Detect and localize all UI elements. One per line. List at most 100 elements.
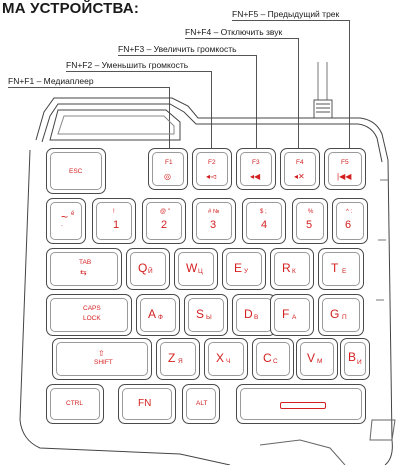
key-2[interactable]: @ " 2: [142, 198, 186, 244]
key-t[interactable]: T Е: [318, 248, 364, 290]
space-bar-mark: [280, 402, 326, 409]
key-tilde-cyr: ё: [71, 211, 75, 217]
key-tilde-main: ~: [61, 210, 69, 224]
key-e-cyrillic: У: [244, 268, 249, 275]
leader-f3-horizontal: [118, 55, 257, 56]
key-2-symbol: @ ": [160, 209, 170, 215]
key-f[interactable]: F А: [270, 294, 314, 336]
key-z[interactable]: Z Я: [156, 338, 200, 380]
key-x-cyrillic: Ч: [226, 358, 231, 365]
shift-arrow-icon: ⇧: [98, 349, 105, 358]
key-1[interactable]: ! 1: [92, 198, 136, 244]
key-f-cyrillic: А: [292, 314, 297, 321]
callout-fn-f4: FN+F4 – Отключить звук: [185, 27, 283, 37]
key-f2[interactable]: F2 ◂◅: [192, 148, 232, 190]
volume-up-icon: ◂◀: [250, 172, 261, 181]
key-1-digit: 1: [113, 219, 120, 231]
key-f1[interactable]: F1 ◎: [148, 148, 188, 190]
leader-f3-vertical: [256, 55, 257, 148]
key-v[interactable]: V М: [296, 338, 338, 380]
key-f1-label: F1: [165, 159, 173, 166]
key-caps-lock[interactable]: CAPS LOCK: [46, 294, 132, 336]
key-t-cyrillic: Е: [342, 268, 347, 275]
key-space[interactable]: [236, 384, 366, 424]
key-a-cyrillic: Ф: [158, 314, 163, 321]
key-r[interactable]: R К: [270, 248, 314, 290]
callout-fn-f5: FN+F5 – Предыдущий трек: [232, 9, 340, 19]
key-b[interactable]: B И: [340, 338, 370, 380]
key-e-latin: E: [234, 261, 243, 275]
key-q-latin: Q: [138, 261, 148, 275]
key-a[interactable]: A Ф: [136, 294, 180, 336]
media-player-icon: ◎: [164, 172, 171, 181]
leader-f5-vertical: [349, 20, 350, 148]
volume-down-icon: ◂◅: [206, 172, 217, 181]
key-r-cyrillic: К: [292, 268, 296, 275]
callout-fn-f1: FN+F1 – Медиаплеер: [8, 76, 94, 86]
key-ctrl-label: CTRL: [66, 400, 83, 407]
key-tilde[interactable]: ~ ё `: [46, 198, 86, 244]
key-d[interactable]: D В: [232, 294, 276, 336]
page-heading: МА УСТРОЙСТВА:: [2, 0, 140, 17]
key-q-cyrillic: Й: [148, 268, 153, 275]
key-g-latin: G: [330, 307, 340, 321]
key-1-symbol: !: [113, 209, 115, 215]
key-f4[interactable]: F4 ◂✕: [280, 148, 320, 190]
key-caps-label-top: CAPS: [83, 305, 101, 312]
key-3-digit: 3: [210, 219, 217, 231]
leader-f1-vertical: [169, 87, 170, 148]
leader-f1-horizontal: [8, 87, 170, 88]
previous-track-icon: |◀◀: [337, 172, 352, 181]
key-tab[interactable]: TAB ⇆: [46, 248, 122, 290]
key-z-cyrillic: Я: [178, 358, 183, 365]
key-f3[interactable]: F3 ◂◀: [236, 148, 276, 190]
key-e[interactable]: E У: [222, 248, 266, 290]
key-c[interactable]: C С: [252, 338, 294, 380]
key-g[interactable]: G П: [318, 294, 364, 336]
key-b-latin: B: [348, 350, 357, 364]
key-f-latin: F: [282, 307, 290, 321]
key-6-symbol: ^ :: [346, 209, 353, 215]
leader-f4-horizontal: [185, 38, 299, 39]
key-r-latin: R: [282, 261, 291, 275]
key-v-latin: V: [307, 351, 316, 365]
key-f3-label: F3: [252, 159, 260, 166]
key-q[interactable]: Q Й: [126, 248, 170, 290]
key-t-latin: T: [331, 261, 339, 275]
key-4-digit: 4: [261, 219, 268, 231]
key-d-cyrillic: В: [254, 314, 259, 321]
key-6[interactable]: ^ : 6: [332, 198, 368, 244]
key-5[interactable]: % 5: [292, 198, 328, 244]
callout-fn-f3: FN+F3 – Увеличить громкость: [118, 44, 237, 54]
mute-icon: ◂✕: [294, 172, 305, 181]
key-alt-label: ALT: [196, 400, 208, 407]
key-4-symbol: $ ;: [260, 209, 267, 215]
key-4[interactable]: $ ; 4: [242, 198, 286, 244]
key-fn[interactable]: FN: [118, 384, 176, 424]
key-tilde-sub: `: [61, 226, 63, 232]
key-s-latin: S: [196, 307, 205, 321]
key-fn-label: FN: [138, 398, 152, 409]
key-w-latin: W: [186, 261, 198, 275]
key-f5[interactable]: F5 |◀◀: [324, 148, 366, 190]
key-c-latin: C: [263, 351, 272, 365]
key-shift[interactable]: ⇧ SHIFT: [52, 338, 152, 380]
leader-f2-vertical: [211, 71, 212, 148]
key-w[interactable]: W Ц: [174, 248, 218, 290]
key-w-cyrillic: Ц: [198, 268, 203, 275]
key-esc[interactable]: ESC: [46, 148, 106, 194]
key-x[interactable]: X Ч: [204, 338, 248, 380]
key-v-cyrillic: М: [317, 358, 323, 365]
key-s[interactable]: S Ы: [184, 294, 228, 336]
key-f5-label: F5: [341, 159, 349, 166]
key-alt[interactable]: ALT: [182, 384, 220, 424]
leader-f2-horizontal: [66, 71, 212, 72]
key-g-cyrillic: П: [342, 314, 347, 321]
key-3[interactable]: # № 3: [192, 198, 236, 244]
key-c-cyrillic: С: [273, 358, 278, 365]
key-2-digit: 2: [161, 219, 168, 231]
tab-arrows-icon: ⇆: [80, 268, 87, 277]
key-f2-label: F2: [208, 159, 216, 166]
key-ctrl[interactable]: CTRL: [46, 384, 104, 424]
